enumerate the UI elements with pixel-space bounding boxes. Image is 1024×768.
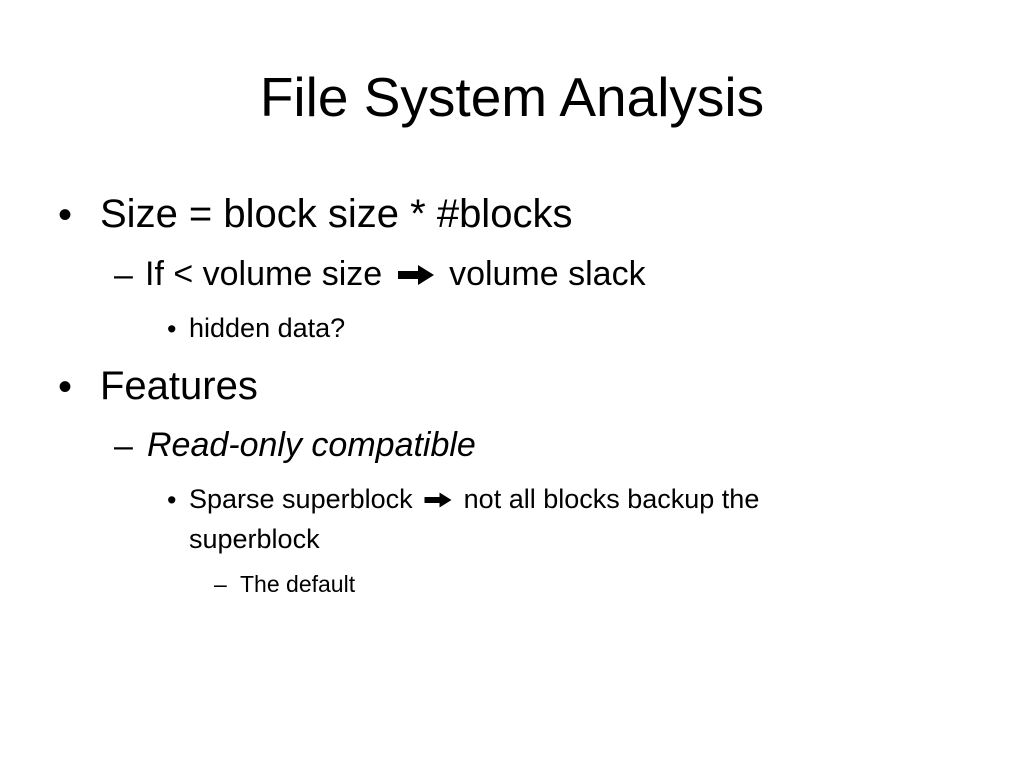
sub-bullet-volume-slack: If < volume size volume slack (145, 254, 646, 294)
bullet-features: Features (100, 364, 258, 408)
sub-bullet-read-only-compatible: Read-only compatible (147, 426, 476, 464)
dash-marker: – (114, 256, 133, 294)
sub-sub-bullet-sparse-superblock: Sparse superblock not all blocks backup … (189, 481, 759, 517)
bullet-marker: • (58, 365, 73, 409)
sub-bullet-text-before: If < volume size (145, 255, 383, 293)
slide-title: File System Analysis (259, 66, 765, 128)
bullet-marker: • (167, 485, 177, 515)
dash-marker: – (114, 427, 133, 465)
sub-sub-bullet-hidden-data: hidden data? (189, 313, 346, 343)
sub-bullet-the-default: The default (240, 571, 356, 597)
sparse-text-line2: superblock (189, 524, 320, 554)
sparse-text-before: Sparse superblock (189, 484, 413, 514)
bullet-marker: • (167, 314, 177, 344)
bullet-marker: • (58, 193, 73, 237)
sub-bullet-text-after: volume slack (449, 255, 646, 293)
right-arrow-icon (397, 265, 434, 285)
bullet-size: Size = block size * #blocks (100, 192, 573, 236)
sparse-text-after: not all blocks backup the (463, 484, 760, 514)
dash-marker: – (214, 571, 227, 597)
right-arrow-icon (424, 492, 452, 508)
